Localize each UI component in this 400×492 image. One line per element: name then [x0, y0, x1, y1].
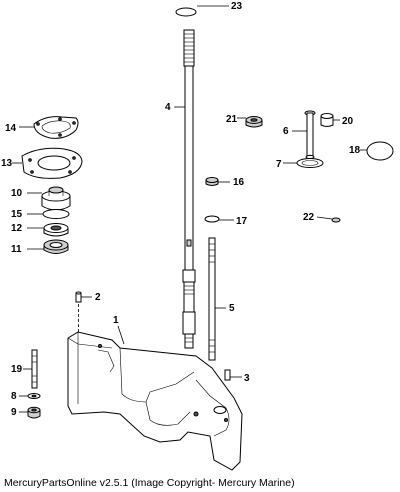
- part-20-cup[interactable]: [320, 113, 340, 127]
- callout-12: 12: [11, 223, 23, 234]
- callout-10: 10: [11, 188, 23, 199]
- part-9-nut[interactable]: [19, 406, 41, 419]
- part-17-ring[interactable]: [204, 215, 234, 223]
- part-21-nut[interactable]: [237, 116, 263, 128]
- callout-3: 3: [244, 373, 250, 384]
- callout-14: 14: [5, 123, 17, 134]
- callout-22: 22: [303, 212, 315, 223]
- part-19-stud[interactable]: [23, 349, 38, 389]
- callout-4: 4: [165, 102, 171, 113]
- callout-8: 8: [11, 391, 17, 402]
- callout-16: 16: [233, 177, 245, 188]
- callout-17: 17: [236, 216, 248, 227]
- part-15-seal-ring[interactable]: [27, 209, 70, 219]
- part-16-bushing[interactable]: [205, 177, 230, 186]
- callout-20: 20: [342, 116, 354, 127]
- part-3-pin[interactable]: [224, 369, 242, 381]
- part-2-dowel-pin[interactable]: [75, 291, 92, 340]
- callout-5: 5: [229, 303, 235, 314]
- part-7-seal-ring[interactable]: [283, 158, 324, 168]
- part-8-washer[interactable]: [19, 393, 41, 399]
- part-23-o-ring[interactable]: [175, 5, 229, 17]
- callout-19: 19: [11, 364, 23, 375]
- callout-18: 18: [349, 145, 361, 156]
- part-12-seal[interactable]: [27, 223, 69, 237]
- callout-11: 11: [11, 244, 22, 255]
- part-1-driveshaft-housing[interactable]: [67, 325, 243, 471]
- part-6-tube[interactable]: [292, 110, 316, 160]
- part-10-pump-body[interactable]: [27, 186, 71, 211]
- callout-21: 21: [226, 114, 238, 125]
- part-14-gasket[interactable]: [19, 116, 79, 139]
- callout-9: 9: [11, 407, 17, 418]
- callout-15: 15: [11, 209, 23, 220]
- part-18-o-ring[interactable]: [360, 141, 394, 161]
- part-4-driveshaft[interactable]: [174, 29, 196, 349]
- callout-6: 6: [283, 126, 289, 137]
- callout-23: 23: [231, 1, 243, 12]
- copyright-footer: MercuryPartsOnline v2.5.1 (Image Copyrig…: [4, 477, 295, 489]
- part-22-small-nut[interactable]: [316, 216, 341, 223]
- part-11-bearing[interactable]: [27, 239, 69, 254]
- part-5-stud[interactable]: [208, 237, 226, 361]
- callout-7: 7: [276, 159, 282, 170]
- callout-13: 13: [1, 158, 13, 169]
- callout-1: 1: [113, 315, 119, 326]
- part-13-plate[interactable]: [12, 147, 83, 179]
- callout-2: 2: [95, 292, 101, 303]
